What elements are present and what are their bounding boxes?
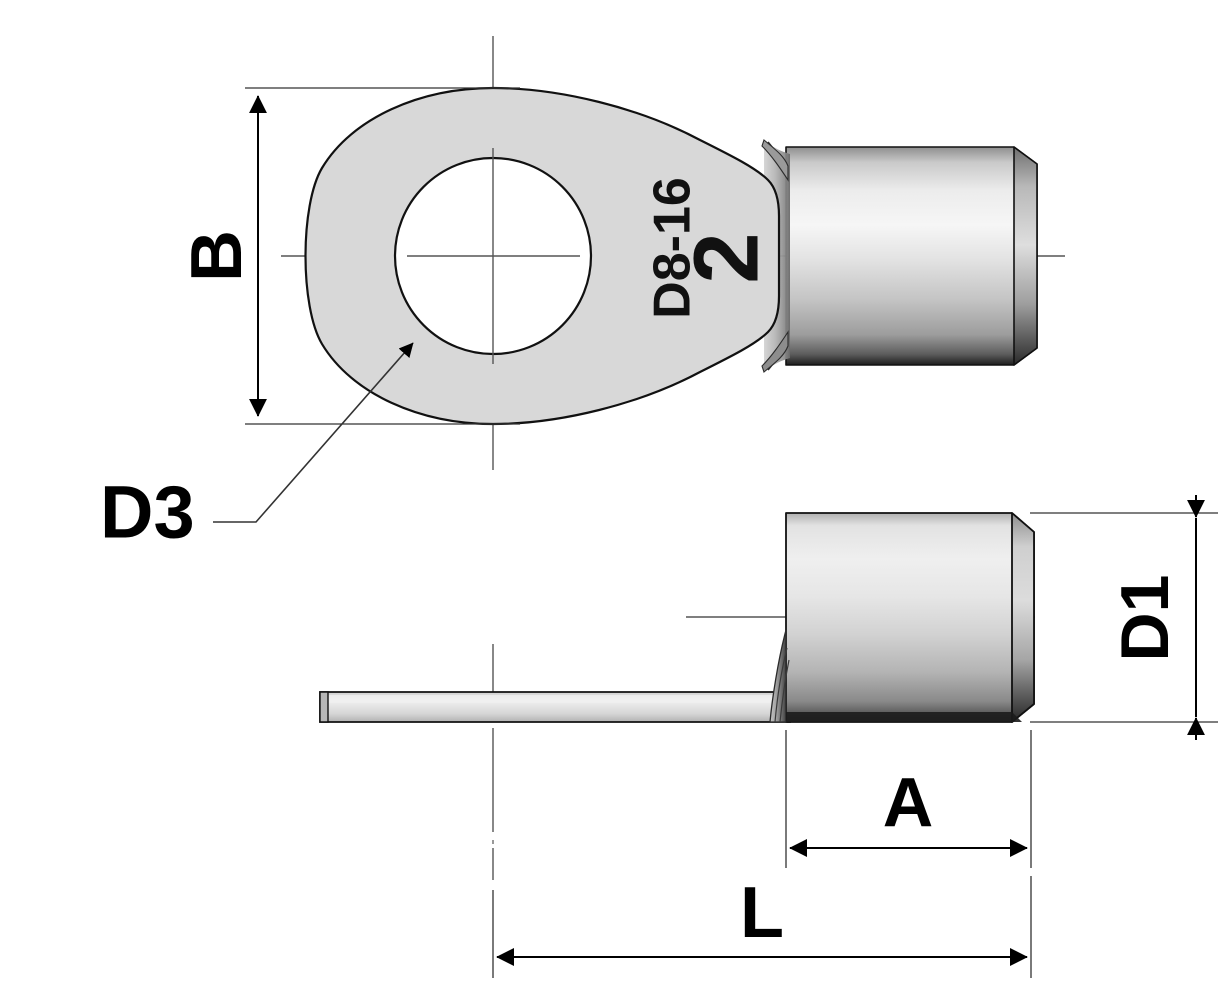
dimension-D3-group: D3 bbox=[100, 342, 414, 554]
part-marking-size: 2 bbox=[675, 232, 777, 283]
side-view-neck-creases bbox=[774, 647, 790, 723]
dim-D3-leader-line bbox=[213, 342, 414, 523]
side-view-neck bbox=[769, 629, 787, 723]
top-view-neck-fillet-lower bbox=[761, 330, 789, 373]
dim-A-label: A bbox=[883, 763, 934, 841]
dim-D3-label: D3 bbox=[100, 471, 195, 554]
side-view-barrel-body bbox=[785, 512, 1035, 723]
side-view-tongue-left-end bbox=[319, 691, 329, 723]
dim-D1-label: D1 bbox=[1107, 575, 1183, 662]
side-view-tongue-highlight bbox=[323, 695, 787, 703]
top-view-neck-fillet-upper bbox=[761, 139, 789, 182]
side-view-barrel-chamfer bbox=[1011, 512, 1035, 723]
side-view-group bbox=[319, 512, 1035, 880]
top-view-barrel-chamfer bbox=[1013, 146, 1038, 366]
side-view-barrel-shadow bbox=[786, 712, 1022, 722]
dim-B-label: B bbox=[177, 230, 257, 282]
dimension-L-group: L bbox=[492, 873, 1032, 978]
dim-L-label: L bbox=[740, 873, 784, 953]
top-view-hole-centerline bbox=[407, 148, 580, 364]
part-marking-group: 2 D8-16 bbox=[644, 177, 778, 319]
top-view-group: 2 D8-16 bbox=[281, 36, 1065, 470]
dimension-A-group: A bbox=[785, 730, 1032, 868]
top-view-barrel-body bbox=[785, 146, 1038, 366]
dimension-B-group: B bbox=[177, 87, 520, 425]
part-marking-wire-range: D8-16 bbox=[644, 177, 702, 319]
dimension-D1-group: D1 bbox=[1030, 495, 1218, 740]
